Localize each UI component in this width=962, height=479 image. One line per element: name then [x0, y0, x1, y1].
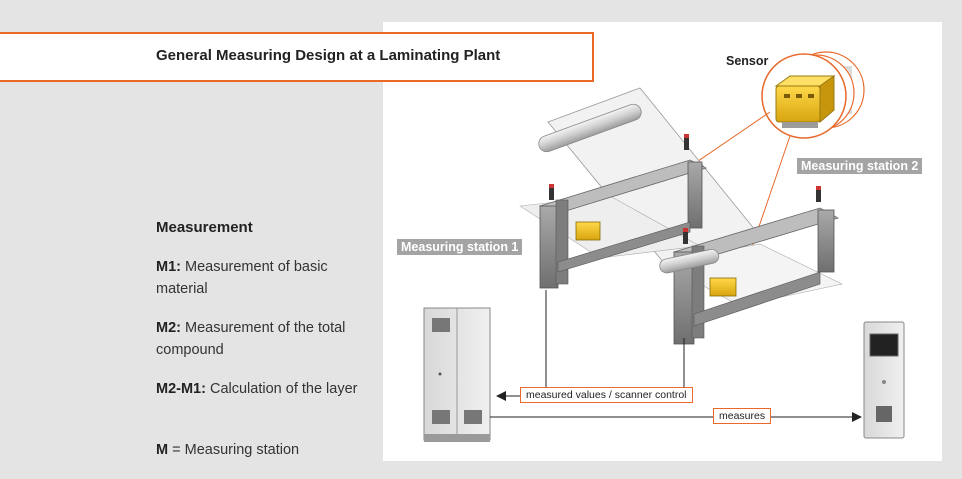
measuring-station-1-frame [538, 134, 708, 289]
legend-term-m1: M1: [156, 259, 181, 275]
legend-term-m2: M2: [156, 320, 181, 336]
legend-text-m2: Measurement of the total compound [156, 320, 346, 358]
station-2-label: Measuring station 2 [797, 158, 923, 174]
legend-heading: Measurement [156, 219, 253, 236]
legend-term-m: M [156, 442, 169, 458]
connection-label-measures: measures [713, 408, 772, 424]
measuring-station-2-frame [659, 186, 840, 345]
legend-item-m1: M1: Measurement of basic material [156, 256, 371, 300]
title-bar: General Measuring Design at a Laminating… [0, 32, 594, 82]
legend-text-m2-m1: Calculation of the layer [209, 381, 358, 397]
legend-text-m: = Measuring station [172, 442, 300, 458]
legend-item-m: M = Measuring station [156, 439, 371, 461]
page-title: General Measuring Design at a Laminating… [156, 47, 501, 64]
sensor-large-icon [774, 75, 836, 128]
connection-label-measured-values: measured values / scanner control [520, 387, 693, 403]
operator-terminal [863, 321, 905, 439]
legend-text-m1: Measurement of basic material [156, 259, 328, 297]
legend-item-m2-m1: M2-M1: Calculation of the layer [156, 378, 371, 400]
station-1-label: Measuring station 1 [397, 239, 523, 255]
control-cabinet [423, 307, 491, 442]
legend-item-m2: M2: Measurement of the total compound [156, 317, 371, 361]
legend-term-m2-m1: M2-M1: [156, 381, 206, 397]
sensor-label: Sensor [726, 54, 769, 68]
